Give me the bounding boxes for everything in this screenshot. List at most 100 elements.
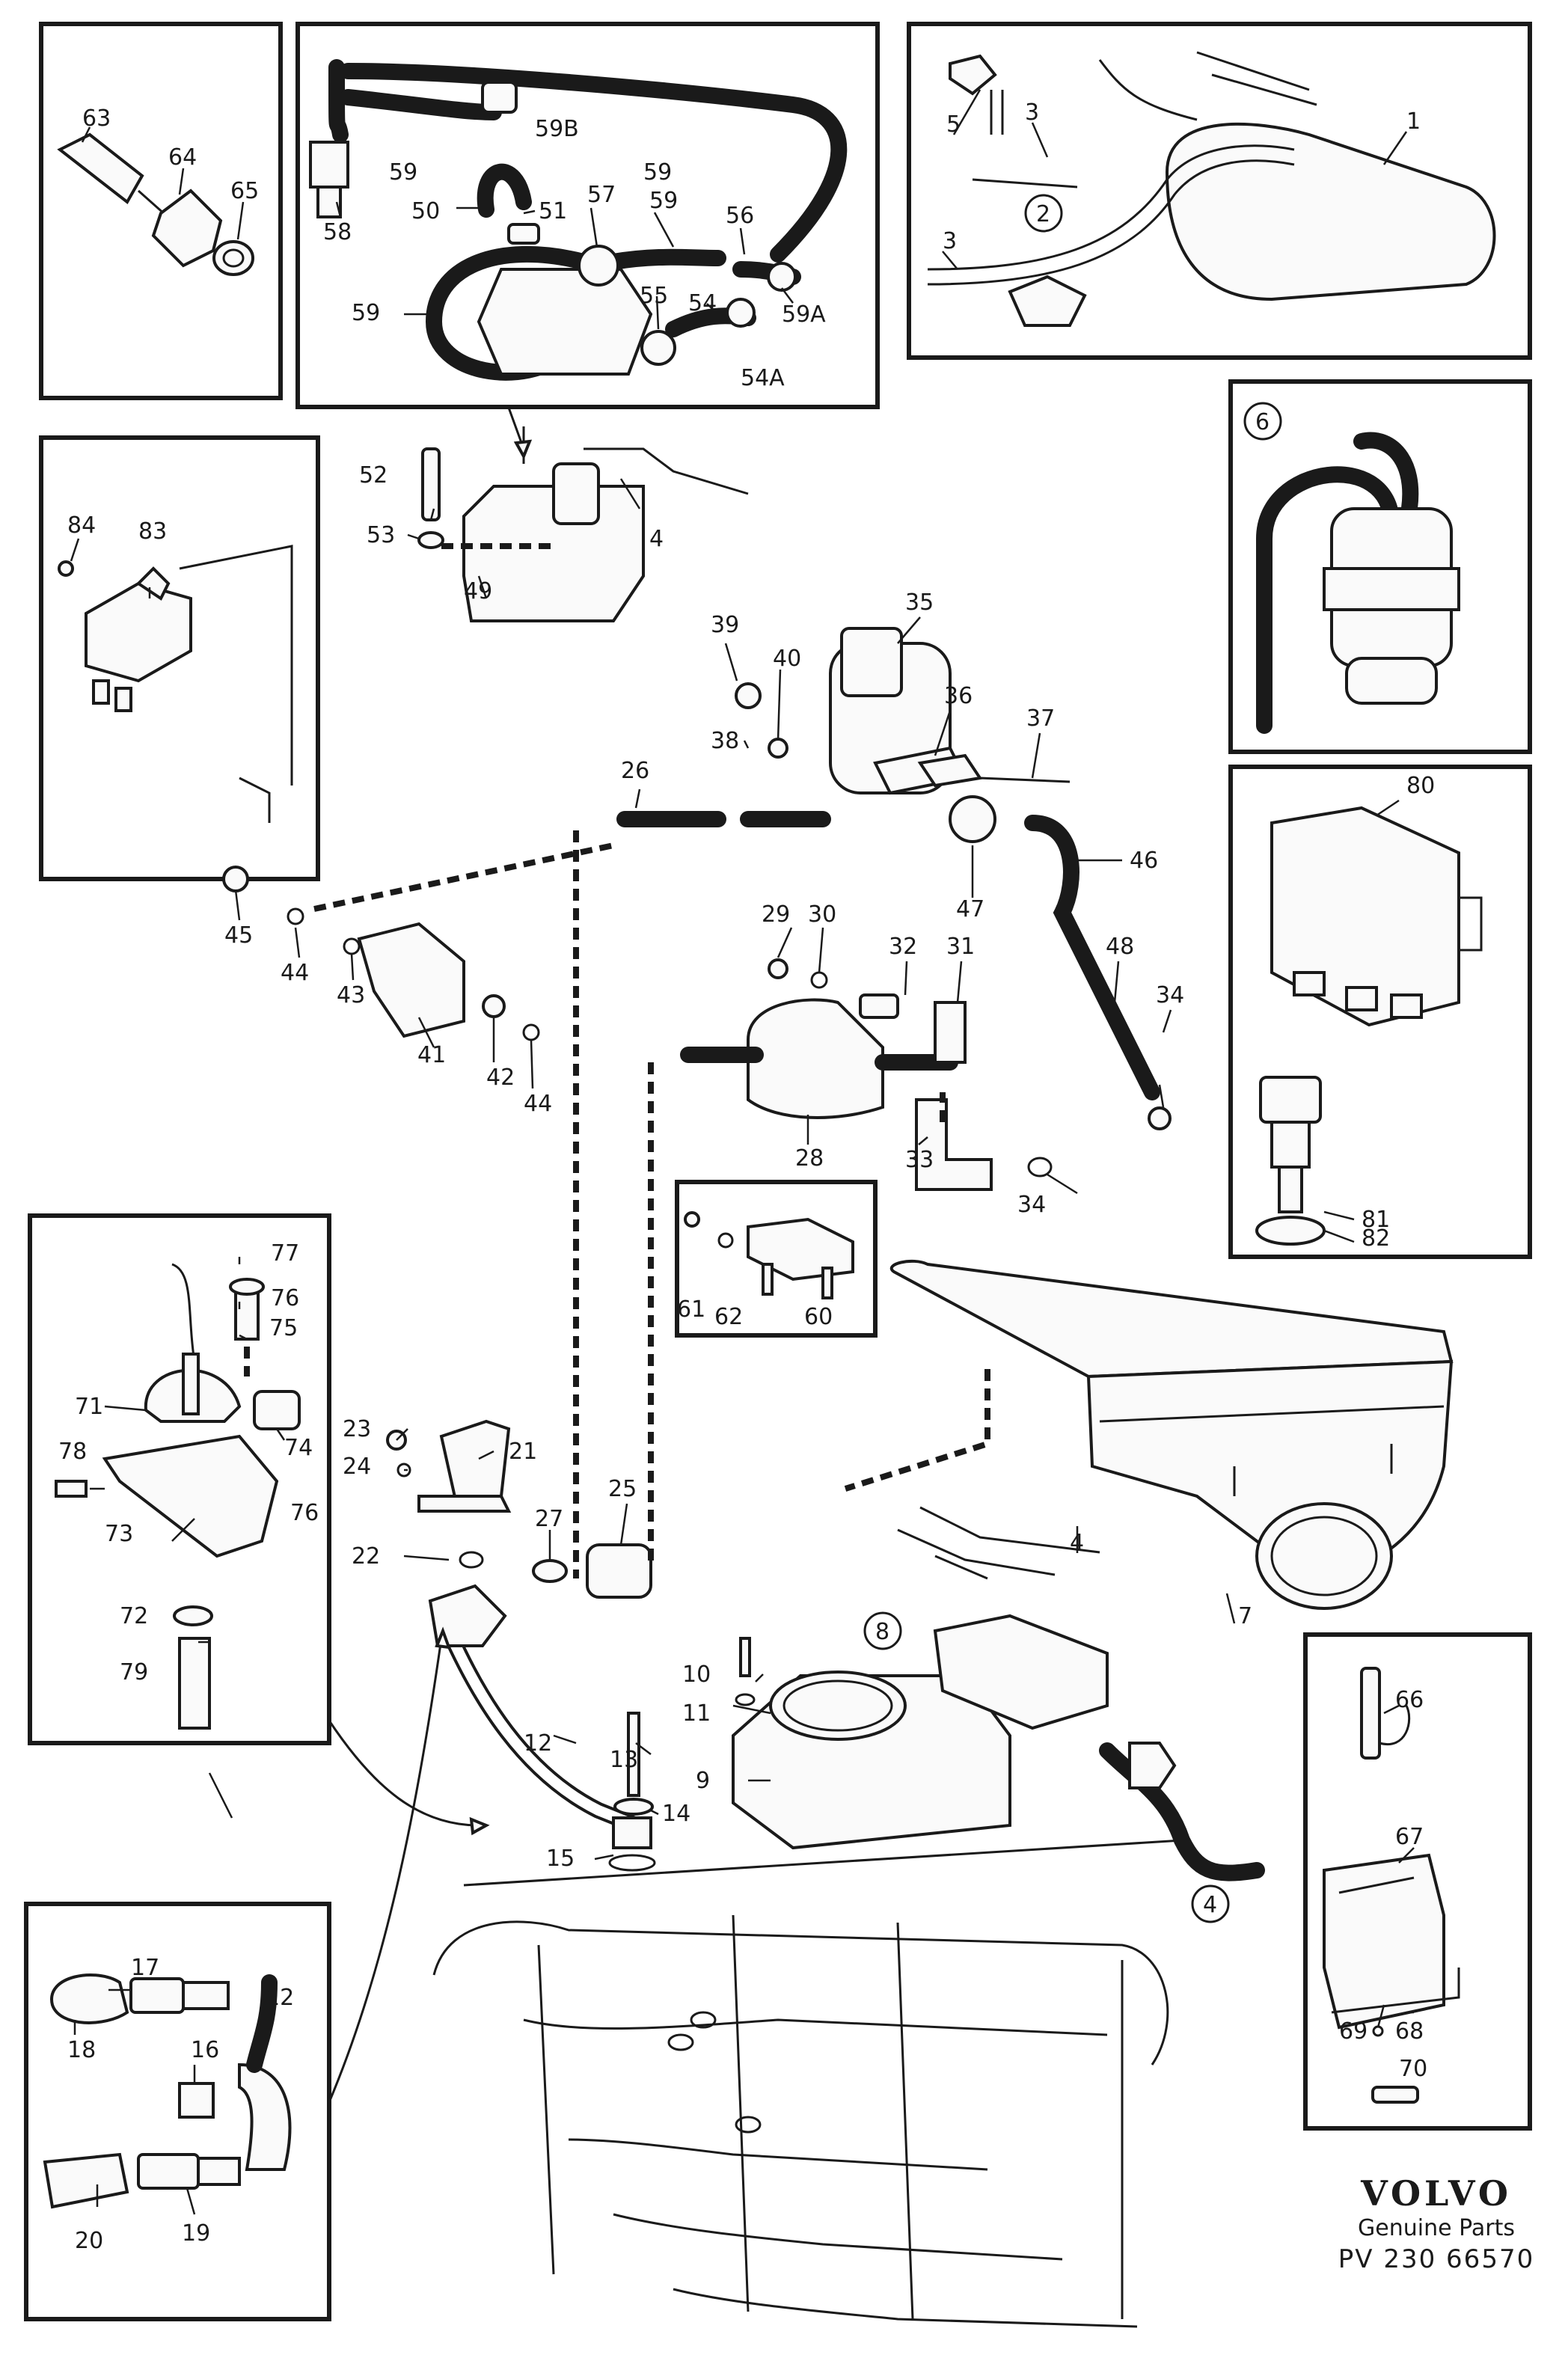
fittings-parts <box>43 1973 292 2209</box>
aux-air-valve-parts <box>680 958 1053 1191</box>
callout-50: 50 <box>411 198 440 224</box>
callout-6: 6 <box>1255 409 1270 435</box>
relay-parts <box>58 545 293 823</box>
callout-54: 54 <box>688 290 717 316</box>
callout-28: 28 <box>795 1145 824 1172</box>
callout-16: 16 <box>191 2037 219 2063</box>
callout-11: 11 <box>682 1700 711 1727</box>
callout-9: 9 <box>696 1768 710 1794</box>
callout-51: 51 <box>539 198 567 224</box>
callout-55: 55 <box>640 283 668 309</box>
callout-34b: 34 <box>1017 1192 1046 1218</box>
inset-box-resistor <box>675 1180 878 1338</box>
callout-46: 46 <box>1130 848 1158 874</box>
callout-33: 33 <box>905 1147 934 1173</box>
brand-block: VOLVO Genuine Parts PV 230 66570 <box>1317 2173 1556 2274</box>
callout-59a-label: 59A <box>782 301 826 328</box>
inset-box-lambda <box>1303 1632 1532 2131</box>
callout-77: 77 <box>271 1240 299 1267</box>
callout-42: 42 <box>486 1065 515 1091</box>
callout-59b: 59 <box>643 159 672 186</box>
pointer-arrows <box>328 407 533 2103</box>
callout-1: 1 <box>1406 108 1421 135</box>
callout-3a: 3 <box>1025 99 1039 126</box>
genuine-parts-label: Genuine Parts <box>1358 2215 1515 2241</box>
leader-lines <box>70 89 1415 2215</box>
callout-54a: 54A <box>741 365 785 391</box>
diagram-code: PV 230 66570 <box>1338 2244 1535 2274</box>
callout-80: 80 <box>1406 773 1435 799</box>
callout-67: 67 <box>1395 1824 1424 1850</box>
fuel-distributor-parts: 8 4 <box>732 1506 1265 1923</box>
callout-22: 22 <box>352 1543 380 1570</box>
callout-23: 23 <box>343 1416 371 1442</box>
callout-75: 75 <box>269 1315 298 1341</box>
callout-70: 70 <box>1399 2056 1427 2082</box>
callout-66: 66 <box>1395 1687 1424 1713</box>
callout-40: 40 <box>773 646 801 672</box>
callout-59a: 59 <box>389 159 417 186</box>
callout-13: 13 <box>610 1747 638 1773</box>
callout-78: 78 <box>58 1439 87 1465</box>
intake-manifold-sketch <box>432 1839 1183 2328</box>
callout-12b: 12 <box>266 1985 294 2011</box>
inset-box-control-unit <box>1228 765 1532 1259</box>
callout-12a: 12 <box>524 1730 552 1757</box>
callout-57: 57 <box>587 182 616 208</box>
callout-76a: 76 <box>271 1285 299 1311</box>
inset-box-vacuum-unit <box>28 1213 331 1745</box>
callout-68: 68 <box>1395 2018 1424 2045</box>
callout-20: 20 <box>75 2228 103 2254</box>
callout-49: 49 <box>464 578 492 604</box>
callout-47: 47 <box>956 896 984 922</box>
callout-32: 32 <box>889 934 917 960</box>
inset-box-fuel-filter <box>1228 379 1532 754</box>
control-unit-parts <box>1255 806 1483 1246</box>
callout-4b: 4 <box>1070 1530 1084 1556</box>
callout-72: 72 <box>120 1603 148 1629</box>
callout-83: 83 <box>138 518 167 545</box>
callout-30: 30 <box>808 901 836 928</box>
callout-14: 14 <box>662 1801 690 1827</box>
center-hoses-parts <box>386 1419 652 1834</box>
fuel-filter-parts: 6 <box>1243 402 1460 734</box>
inset-box-fittings <box>24 1902 331 2321</box>
temp-sender-parts <box>57 132 254 276</box>
callout-58: 58 <box>323 219 352 245</box>
callout-17: 17 <box>131 1955 159 1981</box>
callout-3b: 3 <box>943 228 957 254</box>
callout-74: 74 <box>284 1435 313 1461</box>
callout-84: 84 <box>67 512 96 539</box>
callout-76b: 76 <box>290 1500 319 1526</box>
inset-box-temp-sender <box>39 22 283 400</box>
callout-64: 64 <box>168 144 197 171</box>
callout-59d: 59 <box>352 300 380 326</box>
callout-79: 79 <box>120 1659 148 1685</box>
bolts-parts <box>608 1637 756 1872</box>
callout-4a: 4 <box>649 526 664 552</box>
callout-7: 7 <box>1238 1603 1252 1629</box>
dashed-connectors <box>573 830 990 1578</box>
callout-59b-label: 59B <box>535 116 579 142</box>
volvo-logo: VOLVO <box>1361 2173 1512 2214</box>
callout-10: 10 <box>682 1662 711 1688</box>
callout-71: 71 <box>75 1394 103 1420</box>
inset-box-hoses <box>295 22 880 409</box>
callout-56: 56 <box>726 203 754 229</box>
callout-8: 8 <box>875 1619 889 1645</box>
air-cleaner-parts <box>890 1259 1454 1610</box>
callout-63: 63 <box>82 105 111 132</box>
callout-60: 60 <box>804 1304 833 1330</box>
callout-31: 31 <box>946 934 975 960</box>
callout-41: 41 <box>417 1042 446 1068</box>
callout-73: 73 <box>105 1521 133 1547</box>
callout-43: 43 <box>337 982 365 1008</box>
callout-34a: 34 <box>1156 982 1184 1008</box>
callout-62: 62 <box>714 1304 743 1330</box>
callout-24: 24 <box>343 1454 371 1480</box>
callout-45: 45 <box>224 922 253 949</box>
callout-81: 81 <box>1362 1207 1390 1233</box>
callout-18: 18 <box>67 2037 96 2063</box>
inset-box-relay <box>39 435 320 881</box>
callout-27: 27 <box>535 1506 563 1532</box>
